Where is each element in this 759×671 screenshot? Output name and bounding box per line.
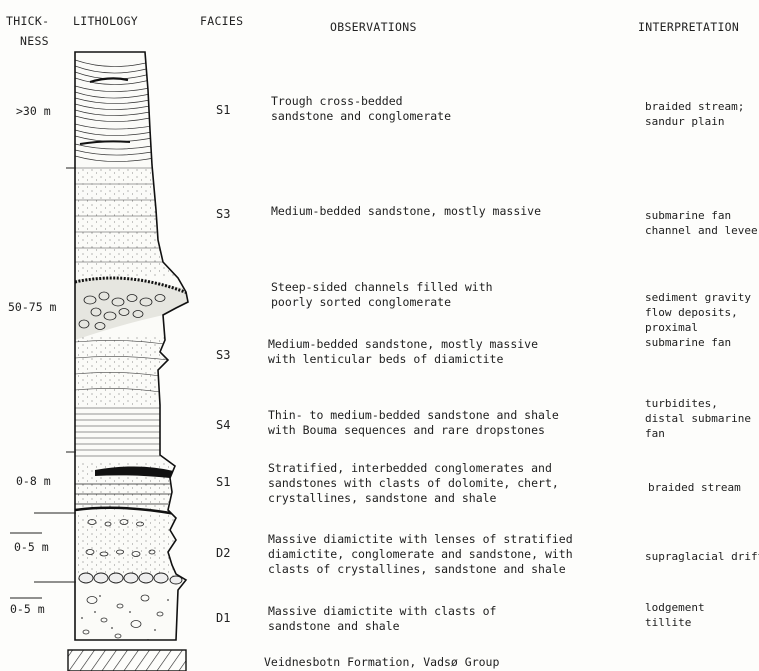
facies-unit-1: S1 — [216, 103, 230, 117]
interpretation-line: sediment gravity — [645, 290, 751, 305]
base-unit-label: Veidnesbotn Formation, Vadsø Group — [264, 655, 499, 670]
observation-line: Massive diamictite with clasts of — [268, 604, 496, 619]
facies-unit-2: S3 — [216, 207, 230, 221]
observation-line: Stratified, interbedded conglomerates an… — [268, 461, 559, 476]
observation-line: with lenticular beds of diamictite — [268, 352, 538, 367]
interpretation-line: fan — [645, 426, 751, 441]
thickness-unit-3: 50-75 m — [8, 300, 56, 314]
facies-unit-5: S4 — [216, 418, 230, 432]
observations-header: OBSERVATIONS — [330, 20, 417, 34]
interpretation-line: proximal — [645, 320, 751, 335]
interpretation-line: channel and levee — [645, 223, 758, 238]
interpretation-line: supraglacial drift — [645, 549, 759, 564]
observation-line: diamictite, conglomerate and sandstone, … — [268, 547, 573, 562]
thickness-unit-1: >30 m — [16, 104, 51, 118]
interpretation-line: turbidites, — [645, 396, 751, 411]
interpretation-unit-8: lodgement tillite — [645, 600, 705, 630]
interpretation-line: lodgement — [645, 600, 705, 615]
stratigraphic-column — [0, 0, 230, 671]
interpretation-unit-6: braided stream — [648, 480, 741, 495]
interpretation-line: submarine fan — [645, 335, 751, 350]
interpretation-line: distal submarine — [645, 411, 751, 426]
observation-unit-3: Steep-sided channels filled with poorly … — [271, 280, 493, 310]
observation-line: clasts of crystallines, sandstone and sh… — [268, 562, 573, 577]
observation-line: Trough cross-bedded — [271, 94, 451, 109]
interpretation-unit-2: submarine fan channel and levee — [645, 208, 758, 238]
observation-unit-2: Medium-bedded sandstone, mostly massive — [271, 204, 541, 219]
thickness-unit-7: 0-5 m — [14, 540, 49, 554]
interpretation-line: braided stream; — [645, 99, 744, 114]
observation-unit-7: Massive diamictite with lenses of strati… — [268, 532, 573, 577]
observation-unit-8: Massive diamictite with clasts of sandst… — [268, 604, 496, 634]
observation-line: Thin- to medium-bedded sandstone and sha… — [268, 408, 559, 423]
observation-line: Medium-bedded sandstone, mostly massive — [268, 337, 538, 352]
observation-unit-4: Medium-bedded sandstone, mostly massive … — [268, 337, 538, 367]
interpretation-line: submarine fan — [645, 208, 758, 223]
observation-line: sandstone and shale — [268, 619, 496, 634]
observation-line: poorly sorted conglomerate — [271, 295, 493, 310]
interpretation-unit-7: supraglacial drift — [645, 549, 759, 564]
thickness-unit-8: 0-5 m — [10, 602, 45, 616]
observation-line: crystallines, sandstone and shale — [268, 491, 559, 506]
observation-unit-1: Trough cross-bedded sandstone and conglo… — [271, 94, 451, 124]
observation-line: sandstone and conglomerate — [271, 109, 451, 124]
facies-unit-4: S3 — [216, 348, 230, 362]
interpretation-line: tillite — [645, 615, 705, 630]
observation-line: Medium-bedded sandstone, mostly massive — [271, 204, 541, 219]
interpretation-line: sandur plain — [645, 114, 744, 129]
observation-line: Steep-sided channels filled with — [271, 280, 493, 295]
observation-line: sandstones with clasts of dolomite, cher… — [268, 476, 559, 491]
interpretation-line: flow deposits, — [645, 305, 751, 320]
interpretation-line: braided stream — [648, 480, 741, 495]
thickness-unit-6: 0-8 m — [16, 474, 51, 488]
facies-unit-7: D2 — [216, 546, 230, 560]
facies-unit-8: D1 — [216, 611, 230, 625]
observation-line: Massive diamictite with lenses of strati… — [268, 532, 573, 547]
interpretation-unit-3: sediment gravity flow deposits, proximal… — [645, 290, 751, 350]
observation-line: with Bouma sequences and rare dropstones — [268, 423, 559, 438]
interpretation-header: INTERPRETATION — [638, 20, 739, 34]
observation-unit-6: Stratified, interbedded conglomerates an… — [268, 461, 559, 506]
facies-unit-6: S1 — [216, 475, 230, 489]
interpretation-unit-5: turbidites, distal submarine fan — [645, 396, 751, 441]
observation-unit-5: Thin- to medium-bedded sandstone and sha… — [268, 408, 559, 438]
interpretation-unit-1: braided stream; sandur plain — [645, 99, 744, 129]
